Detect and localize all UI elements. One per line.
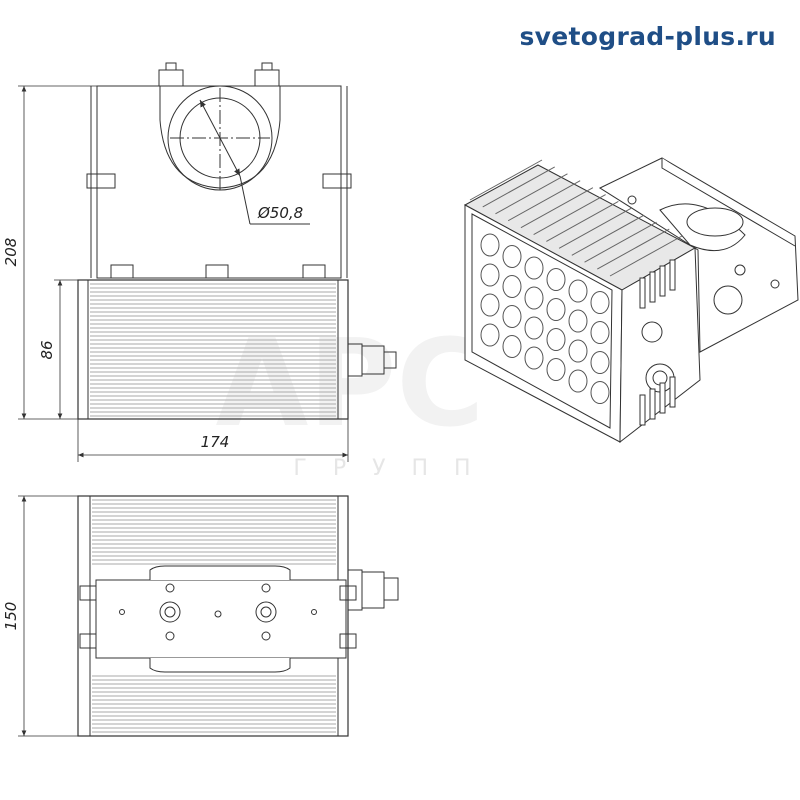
bottom-body: [77, 495, 349, 737]
iso-fin: [533, 194, 606, 235]
iso-fin: [597, 228, 670, 270]
iso-fin: [584, 221, 657, 263]
iso-fin: [495, 173, 568, 215]
bottom-mount-plate: [95, 579, 347, 659]
vent-slot: [669, 259, 676, 291]
vent-slot: [649, 388, 656, 420]
bottom-heatsink-fins: [92, 499, 336, 733]
dim-pipe-diameter: Ø50,8: [257, 204, 303, 222]
led-lens: [524, 346, 544, 370]
mounting-bracket: [96, 85, 342, 279]
led-lens: [546, 298, 566, 321]
iso-fin: [469, 159, 543, 201]
vent-slot: [649, 271, 656, 303]
led-lens: [524, 256, 544, 280]
front-dimensions: [18, 85, 349, 462]
dim-width: 174: [201, 433, 230, 451]
vent-slot: [669, 376, 676, 408]
bottom-dimensions: [18, 495, 78, 737]
vent-slot: [639, 277, 646, 309]
iso-fin: [507, 180, 581, 222]
led-lens: [546, 328, 566, 351]
vent-slot: [639, 394, 646, 426]
dim-body-height: 86: [38, 340, 56, 359]
iso-fin: [571, 214, 645, 256]
bottom-view: [77, 495, 399, 737]
led-lens: [568, 309, 588, 333]
led-lens: [590, 321, 610, 344]
iso-side-vents: [639, 259, 676, 426]
led-lens: [568, 279, 588, 303]
led-lens: [524, 286, 544, 310]
iso-fin: [546, 201, 619, 242]
led-lens: [590, 381, 610, 404]
led-lens: [590, 291, 610, 314]
isometric-view: [463, 157, 799, 444]
led-lens: [590, 351, 610, 374]
led-lens: [480, 323, 500, 347]
led-lens: [480, 233, 500, 257]
watermark-sub: ГРУПП: [293, 456, 496, 481]
iso-fin: [520, 187, 594, 229]
led-lens: [546, 268, 566, 291]
iso-fin: [558, 207, 632, 249]
iso-fin: [482, 166, 555, 208]
led-lens: [502, 245, 522, 268]
led-lens: [480, 263, 500, 287]
site-url[interactable]: svetograd-plus.ru: [519, 22, 776, 51]
front-heatsink-fins: [90, 283, 336, 417]
led-lens: [568, 369, 588, 393]
vent-slot: [659, 265, 666, 297]
led-lens: [524, 316, 544, 340]
iso-fin: [609, 235, 683, 277]
dim-depth: 150: [2, 602, 20, 631]
vent-slot: [659, 382, 666, 414]
led-lens: [502, 305, 522, 328]
led-lens: [502, 335, 522, 358]
led-lens: [480, 293, 500, 317]
led-lens: [502, 275, 522, 298]
led-lens: [546, 358, 566, 381]
led-lens: [568, 339, 588, 363]
iso-led-array: [480, 233, 610, 404]
iso-heatsink-fins: [469, 159, 683, 277]
front-view: [77, 62, 397, 420]
dim-overall-height: 208: [2, 238, 20, 267]
